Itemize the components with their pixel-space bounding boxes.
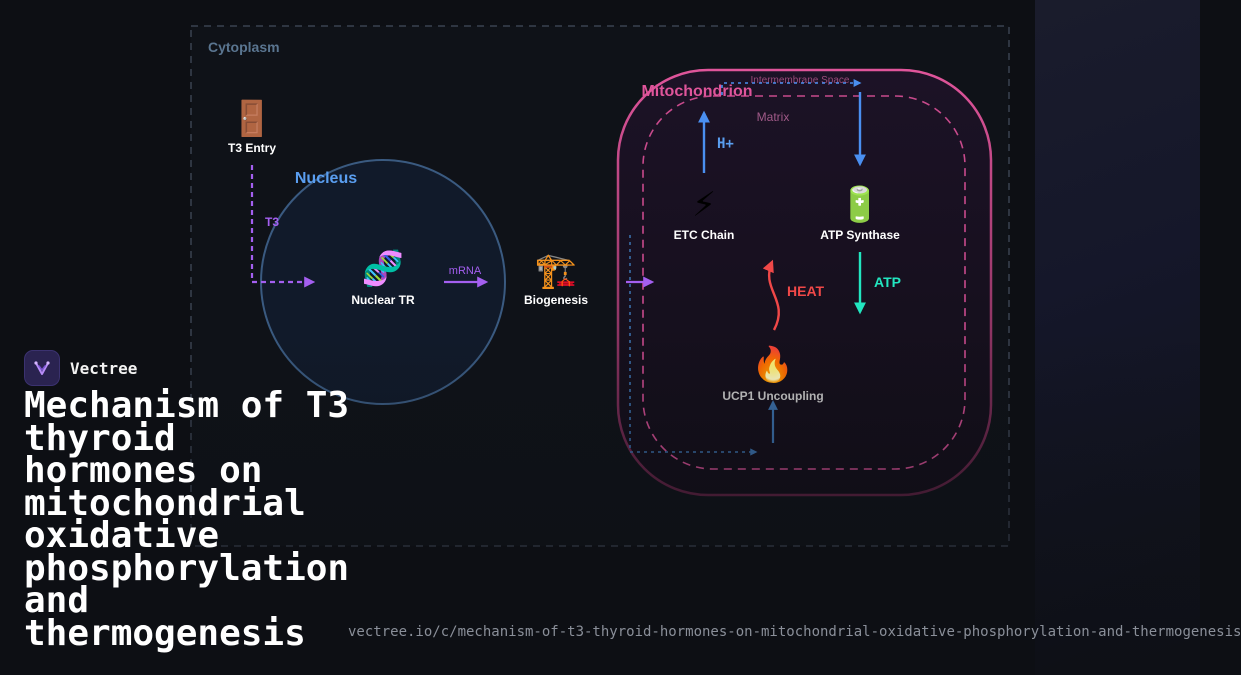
matrix-label: Matrix bbox=[757, 110, 790, 124]
heat-arrow bbox=[762, 259, 780, 331]
battery-icon: 🔋 bbox=[839, 185, 881, 225]
nuclear-tr-node: 🧬 Nuclear TR bbox=[351, 248, 415, 307]
atp-edge-label: ATP bbox=[874, 274, 901, 290]
h-plus-edge-label: H+ bbox=[717, 136, 734, 152]
fire-icon: 🔥 bbox=[752, 345, 794, 385]
t3-edge-label: T3 bbox=[265, 215, 279, 229]
atp-synthase-node: 🔋 ATP Synthase bbox=[820, 185, 900, 242]
brand: Vectree bbox=[24, 350, 137, 386]
heat-edge-label: HEAT bbox=[787, 283, 825, 299]
vectree-logo-icon bbox=[24, 350, 60, 386]
biogenesis-label: Biogenesis bbox=[524, 293, 588, 307]
etc-chain-label: ETC Chain bbox=[674, 228, 735, 242]
page-url: vectree.io/c/mechanism-of-t3-thyroid-hor… bbox=[348, 624, 1241, 640]
t3-arrow bbox=[250, 165, 316, 288]
nucleus-label: Nucleus bbox=[295, 170, 357, 187]
lightning-icon: ⚡ bbox=[692, 185, 716, 225]
brand-name: Vectree bbox=[70, 358, 138, 378]
mrna-edge-label: mRNA bbox=[449, 265, 482, 277]
t3-entry-label: T3 Entry bbox=[228, 141, 276, 155]
door-icon: 🚪 bbox=[231, 99, 273, 139]
dna-icon: 🧬 bbox=[362, 248, 404, 289]
atp-synthase-label: ATP Synthase bbox=[820, 228, 900, 242]
nuclear-tr-label: Nuclear TR bbox=[351, 293, 415, 307]
cytoplasm-label: Cytoplasm bbox=[208, 39, 280, 55]
ucp1-label: UCP1 Uncoupling bbox=[722, 389, 823, 403]
t3-entry-node: 🚪 T3 Entry bbox=[228, 99, 276, 155]
construction-crane-icon: 🏗️ bbox=[535, 251, 577, 291]
biogenesis-node: 🏗️ Biogenesis bbox=[524, 251, 588, 307]
intermembrane-label: Intermembrane Space bbox=[751, 75, 850, 86]
etc-chain-node: ⚡ ETC Chain bbox=[674, 185, 735, 242]
mitochondrion-label: Mitochondrion bbox=[641, 83, 752, 100]
page-title: Mechanism of T3 thyroid hormones on mito… bbox=[24, 385, 350, 654]
